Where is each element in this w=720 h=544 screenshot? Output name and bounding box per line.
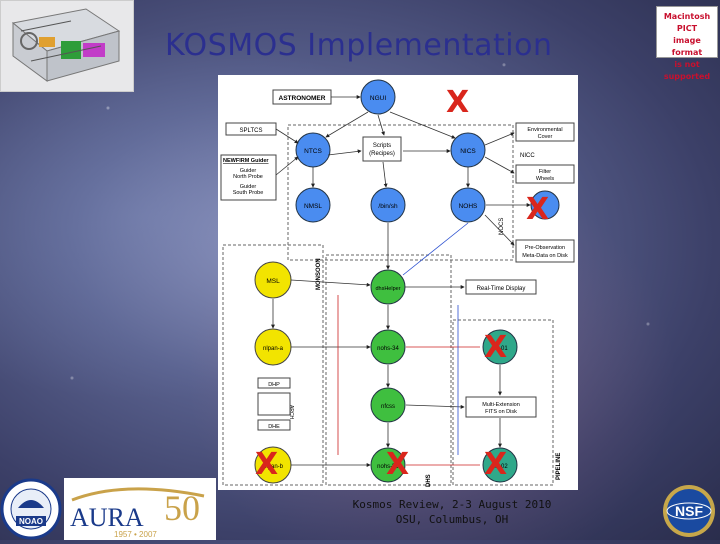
env-cover-label: Cover [538, 134, 553, 140]
mef-label: FITS on Disk [485, 409, 517, 415]
spltcs-label: SPLTCS [240, 128, 263, 134]
arch-box [258, 393, 290, 415]
scripts-box [363, 137, 401, 161]
nmsl-label: NMSL [304, 203, 322, 210]
newfirm-guider-label: NEWFIRM Guider [223, 158, 269, 164]
msl-label: MSL [266, 278, 280, 285]
footer-line-2: OSU, Columbus, OH [318, 512, 586, 527]
preobs-label: Meta-Data on Disk [522, 253, 568, 259]
pict-notice-line: image format [657, 35, 717, 59]
aura-years-text: 1957 • 2007 [114, 530, 157, 539]
red-x-mark: X [255, 450, 278, 480]
red-x-mark: X [484, 333, 507, 363]
arch-label: ARCH [288, 405, 294, 420]
realtime-display-label: Real-Time Display [477, 286, 526, 292]
ngui-label: NGUI [370, 95, 386, 102]
nics-label: NICS [460, 148, 476, 155]
dhs-label: DHS [426, 474, 432, 487]
guider-north-label: North Probe [233, 174, 263, 180]
mef-label: Multi-Extension [482, 402, 520, 408]
nohs-34-label: nohs-34 [377, 346, 399, 352]
noao-logo: NOAO [0, 478, 62, 540]
pict-notice-line: Macintosh PICT [657, 11, 717, 35]
red-x-mark: X [446, 88, 469, 118]
dhp-label: DHP [268, 382, 280, 388]
pipeline-label: PIPELINE [556, 453, 562, 480]
guider-south-label: South Probe [233, 190, 264, 196]
noao-logo-text: NOAO [19, 517, 43, 526]
pan-a-label: nlpan-a [263, 346, 284, 352]
pict-unsupported-notice: Macintosh PICT image format is not suppo… [656, 6, 718, 58]
dhs-helper-label: dhsHelper [375, 286, 400, 292]
slide-footer: Kosmos Review, 2-3 August 2010 OSU, Colu… [318, 497, 586, 527]
architecture-diagram: ASTRONOMER SPLTCS NEWFIRM Guider Guider … [218, 75, 578, 490]
pict-notice-line: is not supported [657, 59, 717, 83]
filter-wheels-label: Wheels [536, 176, 555, 182]
red-x-mark: X [484, 450, 507, 480]
aura-text: AURA [70, 503, 144, 532]
aura-50-logo: AURA 50 1957 • 2007 [64, 478, 216, 540]
footer-line-1: Kosmos Review, 2-3 August 2010 [318, 497, 586, 512]
nfcss-label: nfcss [381, 404, 395, 410]
bin-sh-label: /bin/sh [378, 203, 398, 210]
scripts-label: Scripts [373, 143, 391, 149]
aura-50-text: 50 [164, 488, 200, 528]
filter-wheels-label: Filter [539, 169, 551, 175]
env-cover-label: Environmental [527, 127, 562, 133]
blue-data-lines [403, 223, 468, 455]
monsoon-label: MONSOON [316, 258, 322, 290]
red-x-mark: X [386, 450, 409, 480]
dhe-label: DHE [268, 424, 280, 430]
astronomer-label: ASTRONOMER [279, 95, 326, 102]
nicc-label: NICC [520, 153, 535, 159]
nsf-logo: NSF [662, 484, 716, 538]
scripts-label: (Recipes) [369, 151, 395, 157]
instrument-thumbnail-image [0, 0, 134, 92]
slide-title: KOSMOS Implementation [165, 28, 552, 63]
preobs-label: Pre-Observation [525, 245, 565, 251]
red-x-mark: X [526, 195, 549, 225]
nohs-label: NOHS [459, 203, 478, 210]
ntcs-label: NTCS [304, 148, 322, 155]
nsf-logo-text: NSF [675, 503, 703, 519]
